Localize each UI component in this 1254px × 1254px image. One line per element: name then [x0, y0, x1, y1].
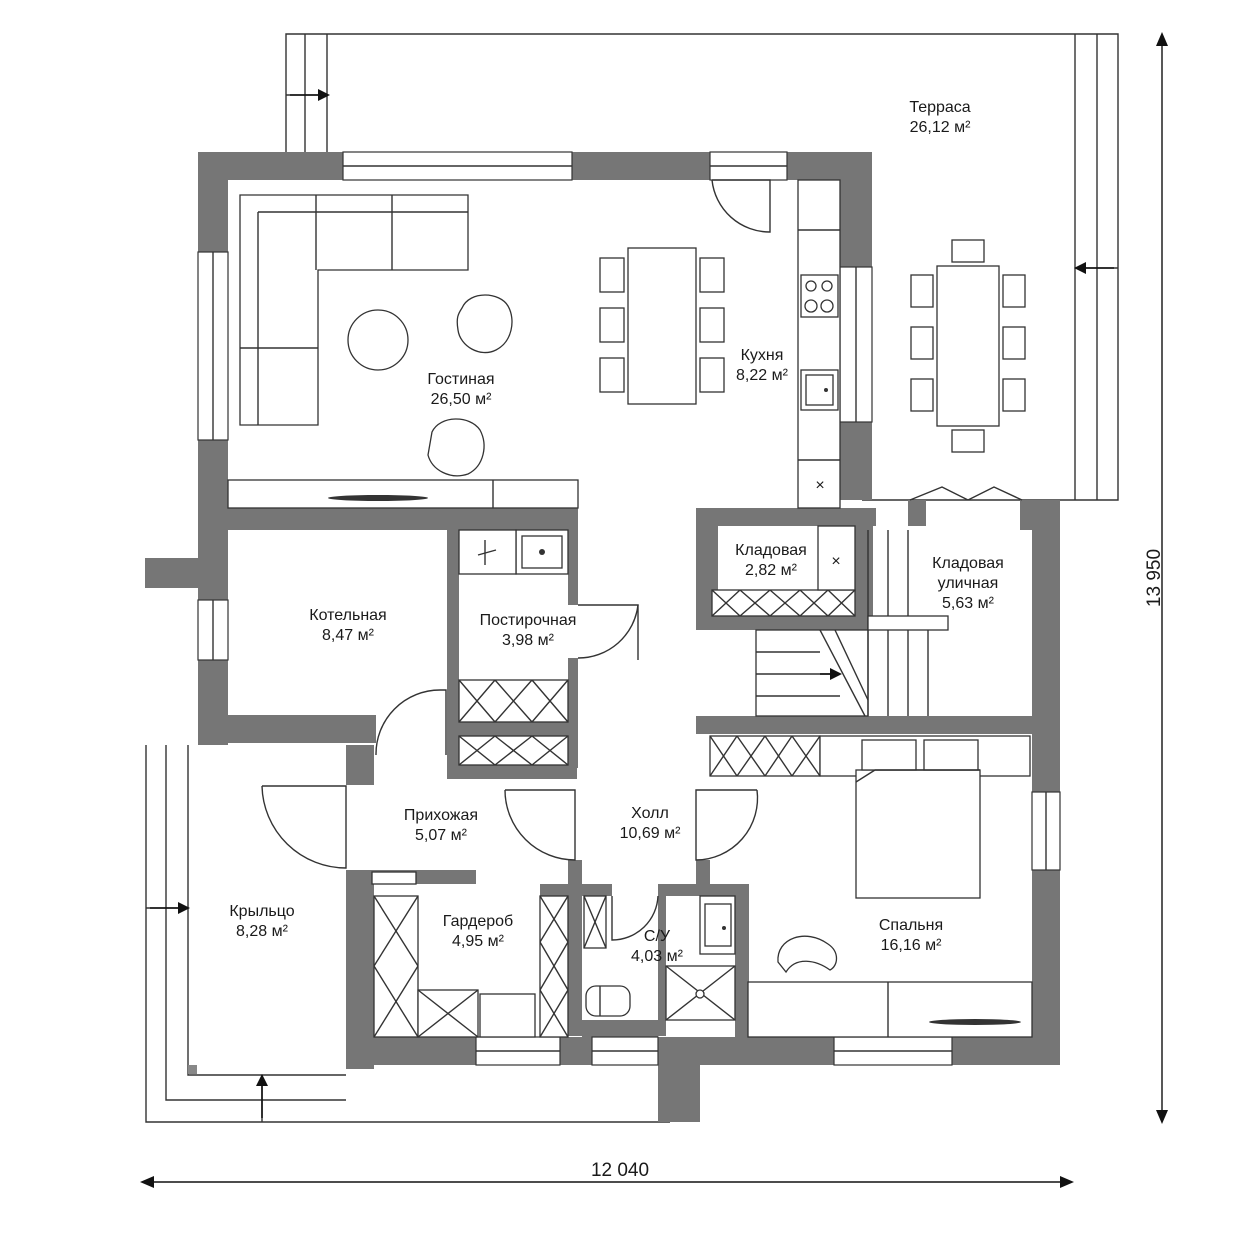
kitchen-counter [797, 179, 841, 509]
room-label-wardrobe: Гардероб 4,95 м² [443, 913, 513, 950]
svg-text:26,12 м²: 26,12 м² [910, 119, 971, 136]
porch-arrow-bottom-icon [256, 1074, 268, 1118]
bathroom-fixtures [583, 895, 607, 949]
room-label-pantry: Кладовая 2,82 м² [735, 542, 807, 579]
doors [261, 179, 1023, 941]
room-label-entry: Прихожая 5,07 м² [404, 807, 478, 844]
tv-console [227, 479, 579, 509]
svg-text:Холл: Холл [631, 805, 669, 822]
svg-text:Гардероб: Гардероб [443, 913, 513, 930]
terrace-arrow-right-icon [1074, 262, 1114, 274]
svg-text:3,98 м²: 3,98 м² [502, 632, 555, 649]
room-label-hall: Холл 10,69 м² [620, 805, 681, 842]
room-label-outdoor-pantry: Кладовая уличная 5,63 м² [932, 555, 1004, 612]
toilet-icon [585, 985, 631, 1017]
room-label-boiler: Котельная 8,47 м² [309, 607, 386, 644]
svg-text:Кухня: Кухня [741, 347, 784, 364]
height-dimension-line [1156, 32, 1168, 1124]
corner-sofa [239, 194, 469, 426]
kitchen-sink-icon [800, 369, 839, 411]
svg-text:Спальня: Спальня [879, 917, 943, 934]
svg-text:уличная: уличная [938, 575, 999, 592]
room-label-bathroom: С/У 4,03 м² [631, 928, 684, 965]
porch-arrow-left-icon [150, 902, 190, 914]
svg-text:×: × [831, 553, 840, 570]
pantry-shelves: × [711, 525, 856, 617]
svg-text:5,07 м²: 5,07 м² [415, 827, 468, 844]
terrace-dining-table [910, 239, 1026, 453]
svg-text:Терраса: Терраса [909, 99, 970, 116]
svg-text:4,03 м²: 4,03 м² [631, 948, 684, 965]
cooktop-icon [800, 274, 839, 318]
svg-text:Гостиная: Гостиная [427, 371, 494, 388]
svg-text:8,22 м²: 8,22 м² [736, 367, 789, 384]
room-label-terrace: Терраса 26,12 м² [909, 99, 971, 136]
staircase [755, 530, 949, 717]
room-label-living: Гостиная 26,50 м² [427, 371, 494, 408]
exterior-walls [145, 152, 1060, 1122]
width-dimension-label: 12 040 [591, 1160, 649, 1181]
svg-text:Крыльцо: Крыльцо [229, 903, 294, 920]
armchair-right [456, 294, 513, 354]
wardrobe-cabinets [371, 871, 569, 1038]
bedroom-desk [747, 981, 1033, 1038]
fridge-mark-icon: × [815, 477, 824, 494]
svg-text:Прихожая: Прихожая [404, 807, 478, 824]
room-label-bedroom: Спальня 16,16 м² [879, 917, 943, 954]
svg-text:26,50 м²: 26,50 м² [431, 391, 492, 408]
svg-text:8,28 м²: 8,28 м² [236, 923, 289, 940]
svg-text:2,82 м²: 2,82 м² [745, 562, 798, 579]
svg-text:5,63 м²: 5,63 м² [942, 595, 995, 612]
svg-text:Котельная: Котельная [309, 607, 386, 624]
windows [197, 151, 1061, 1066]
armchair-bottom [427, 418, 485, 477]
desk-chair [777, 935, 838, 974]
svg-text:Постирочная: Постирочная [480, 612, 577, 629]
stair-arrow-icon [820, 668, 842, 680]
dining-table [599, 247, 725, 405]
washing-machine-icon [458, 529, 517, 575]
svg-text:4,95 м²: 4,95 м² [452, 933, 505, 950]
width-dimension-line [140, 1176, 1074, 1188]
laundry-cabinets [458, 679, 569, 766]
svg-text:Кладовая: Кладовая [932, 555, 1004, 572]
room-label-kitchen: Кухня 8,22 м² [736, 347, 789, 384]
laundry-sink-icon [515, 529, 569, 575]
svg-text:16,16 м²: 16,16 м² [881, 937, 942, 954]
svg-text:Кладовая: Кладовая [735, 542, 807, 559]
terrace-arrow-top-icon [290, 89, 330, 101]
svg-text:8,47 м²: 8,47 м² [322, 627, 375, 644]
double-bed [855, 739, 981, 899]
bathroom-sink-icon [699, 895, 736, 955]
svg-text:С/У: С/У [644, 928, 671, 945]
shower-icon [665, 965, 736, 1021]
svg-text:10,69 м²: 10,69 м² [620, 825, 681, 842]
room-label-porch: Крыльцо 8,28 м² [229, 903, 294, 940]
height-dimension-label: 13 950 [1144, 549, 1165, 607]
coffee-table [347, 309, 409, 371]
room-label-laundry: Постирочная 3,98 м² [480, 612, 577, 649]
